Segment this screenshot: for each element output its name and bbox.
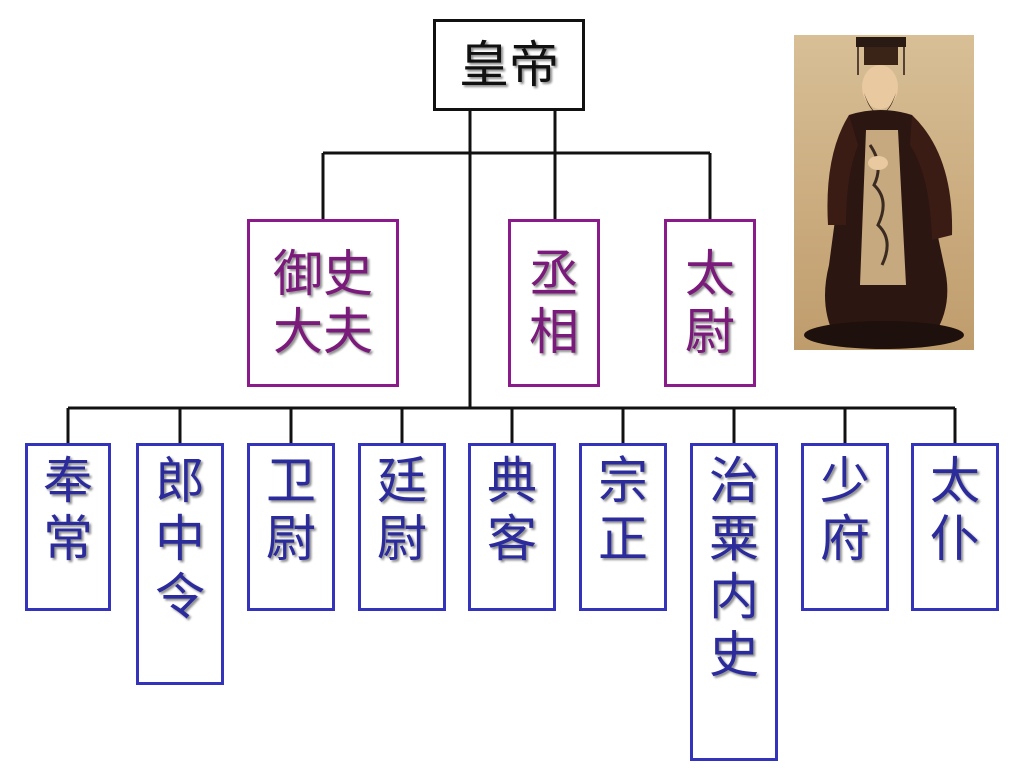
nine-minister-label: 少府	[820, 452, 870, 568]
nine-minister-label: 奉常	[43, 452, 93, 568]
nine-minister-box: 治粟内史	[690, 443, 778, 761]
emperor-portrait-image	[794, 35, 974, 350]
nine-minister-box: 典客	[468, 443, 556, 611]
nine-minister-label: 太仆	[930, 452, 980, 568]
nine-minister-box: 宗正	[579, 443, 667, 611]
nine-minister-box: 少府	[801, 443, 889, 611]
minister-label: 太尉	[685, 245, 735, 361]
emperor-box: 皇帝	[433, 19, 585, 111]
nine-minister-label: 卫尉	[266, 452, 316, 568]
nine-minister-label: 典客	[487, 452, 537, 568]
nine-minister-label: 郎中令	[155, 452, 205, 626]
minister-box-commandant: 太尉	[664, 219, 756, 387]
nine-minister-box: 卫尉	[247, 443, 335, 611]
nine-minister-box: 奉常	[25, 443, 111, 611]
nine-minister-label: 廷尉	[377, 452, 427, 568]
nine-minister-box: 郎中令	[136, 443, 224, 685]
nine-minister-box: 太仆	[911, 443, 999, 611]
nine-minister-label: 宗正	[598, 452, 648, 568]
emperor-figure-icon	[794, 35, 974, 350]
emperor-label: 皇帝	[459, 36, 559, 94]
minister-box-chancellor: 丞相	[508, 219, 600, 387]
nine-minister-label: 治粟内史	[709, 452, 759, 684]
minister-box-censor: 御史大夫	[247, 219, 399, 387]
minister-label: 丞相	[529, 245, 579, 361]
nine-minister-box: 廷尉	[358, 443, 446, 611]
minister-label: 御史大夫	[273, 245, 373, 361]
